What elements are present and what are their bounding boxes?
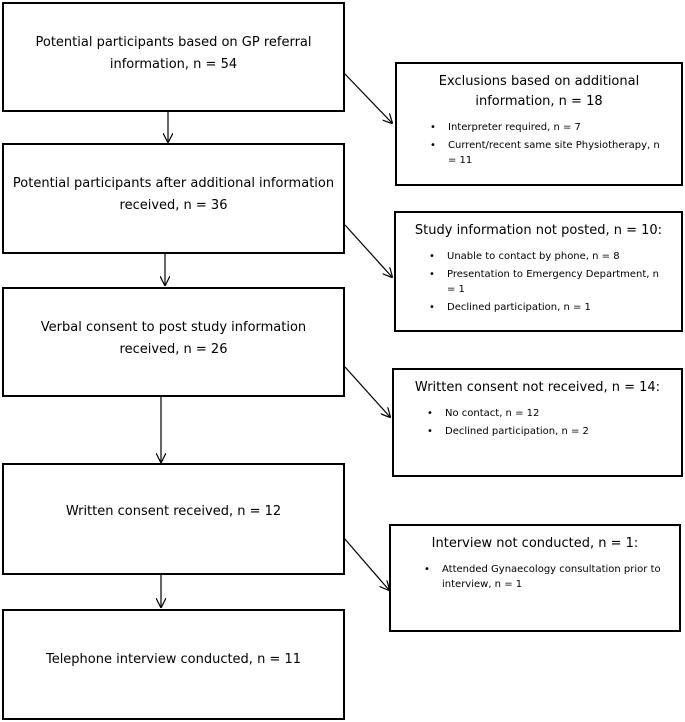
side-box-title: Interview not conducted, n = 1:: [431, 536, 639, 551]
arrow-to-consent-not-received: [344, 366, 390, 417]
side-box-title: Written consent not received, n = 14:: [414, 380, 661, 395]
side-box-interview-not-conducted: Interview not conducted, n = 1: •Attende…: [389, 524, 681, 632]
bullet-icon: •: [429, 302, 435, 313]
main-box-text: Telephone interview conducted, n = 11: [45, 652, 302, 667]
list-item: •Declined participation, n = 2: [427, 426, 589, 437]
main-box-text: Written consent received, n = 12: [65, 504, 282, 519]
list-item: •Declined participation, n = 1: [429, 302, 591, 313]
main-box-telephone-interview: Telephone interview conducted, n = 11: [2, 609, 345, 720]
main-box-verbal-consent: Verbal consent to post study information…: [2, 287, 345, 397]
list-item: •Current/recent same site Physiotherapy,…: [430, 140, 660, 166]
list-item: •Unable to contact by phone, n = 8: [429, 251, 620, 262]
bullet-icon: •: [430, 122, 436, 133]
side-box-title: Exclusions based on additional informati…: [438, 74, 640, 109]
main-box-referral: Potential participants based on GP refer…: [2, 2, 345, 112]
bullet-icon: •: [424, 564, 430, 575]
side-box-list: •Attended Gynaecology consultation prior…: [391, 562, 679, 592]
main-box-text: Verbal consent to post study information…: [40, 320, 307, 357]
side-box-list: •Interpreter required, n = 7 •Current/re…: [397, 120, 681, 168]
side-box-not-posted: Study information not posted, n = 10: •U…: [394, 211, 683, 332]
main-box-additional-info: Potential participants after additional …: [2, 143, 345, 254]
side-box-title: Study information not posted, n = 10:: [414, 223, 663, 238]
side-box-consent-not-received: Written consent not received, n = 14: •N…: [392, 368, 683, 477]
side-box-list: •No contact, n = 12 •Declined participat…: [394, 406, 681, 439]
side-box-list: •Unable to contact by phone, n = 8 •Pres…: [396, 249, 681, 315]
main-box-text: Potential participants based on GP refer…: [35, 35, 312, 72]
list-item: •Interpreter required, n = 7: [430, 122, 581, 133]
bullet-icon: •: [429, 269, 435, 280]
arrow-to-exclusions: [343, 72, 392, 123]
list-item: •Presentation to Emergency Department, n…: [429, 269, 659, 295]
list-item: •No contact, n = 12: [427, 408, 540, 419]
bullet-icon: •: [427, 426, 433, 437]
bullet-icon: •: [430, 140, 436, 151]
main-box-text: Potential participants after additional …: [12, 176, 335, 213]
bullet-icon: •: [429, 251, 435, 262]
list-item: •Attended Gynaecology consultation prior…: [424, 564, 661, 590]
arrow-to-not-posted: [344, 224, 392, 277]
bullet-icon: •: [427, 408, 433, 419]
side-box-exclusions: Exclusions based on additional informati…: [395, 62, 683, 186]
arrow-to-interview-not-conducted: [343, 537, 389, 590]
main-box-written-consent: Written consent received, n = 12: [2, 463, 345, 575]
